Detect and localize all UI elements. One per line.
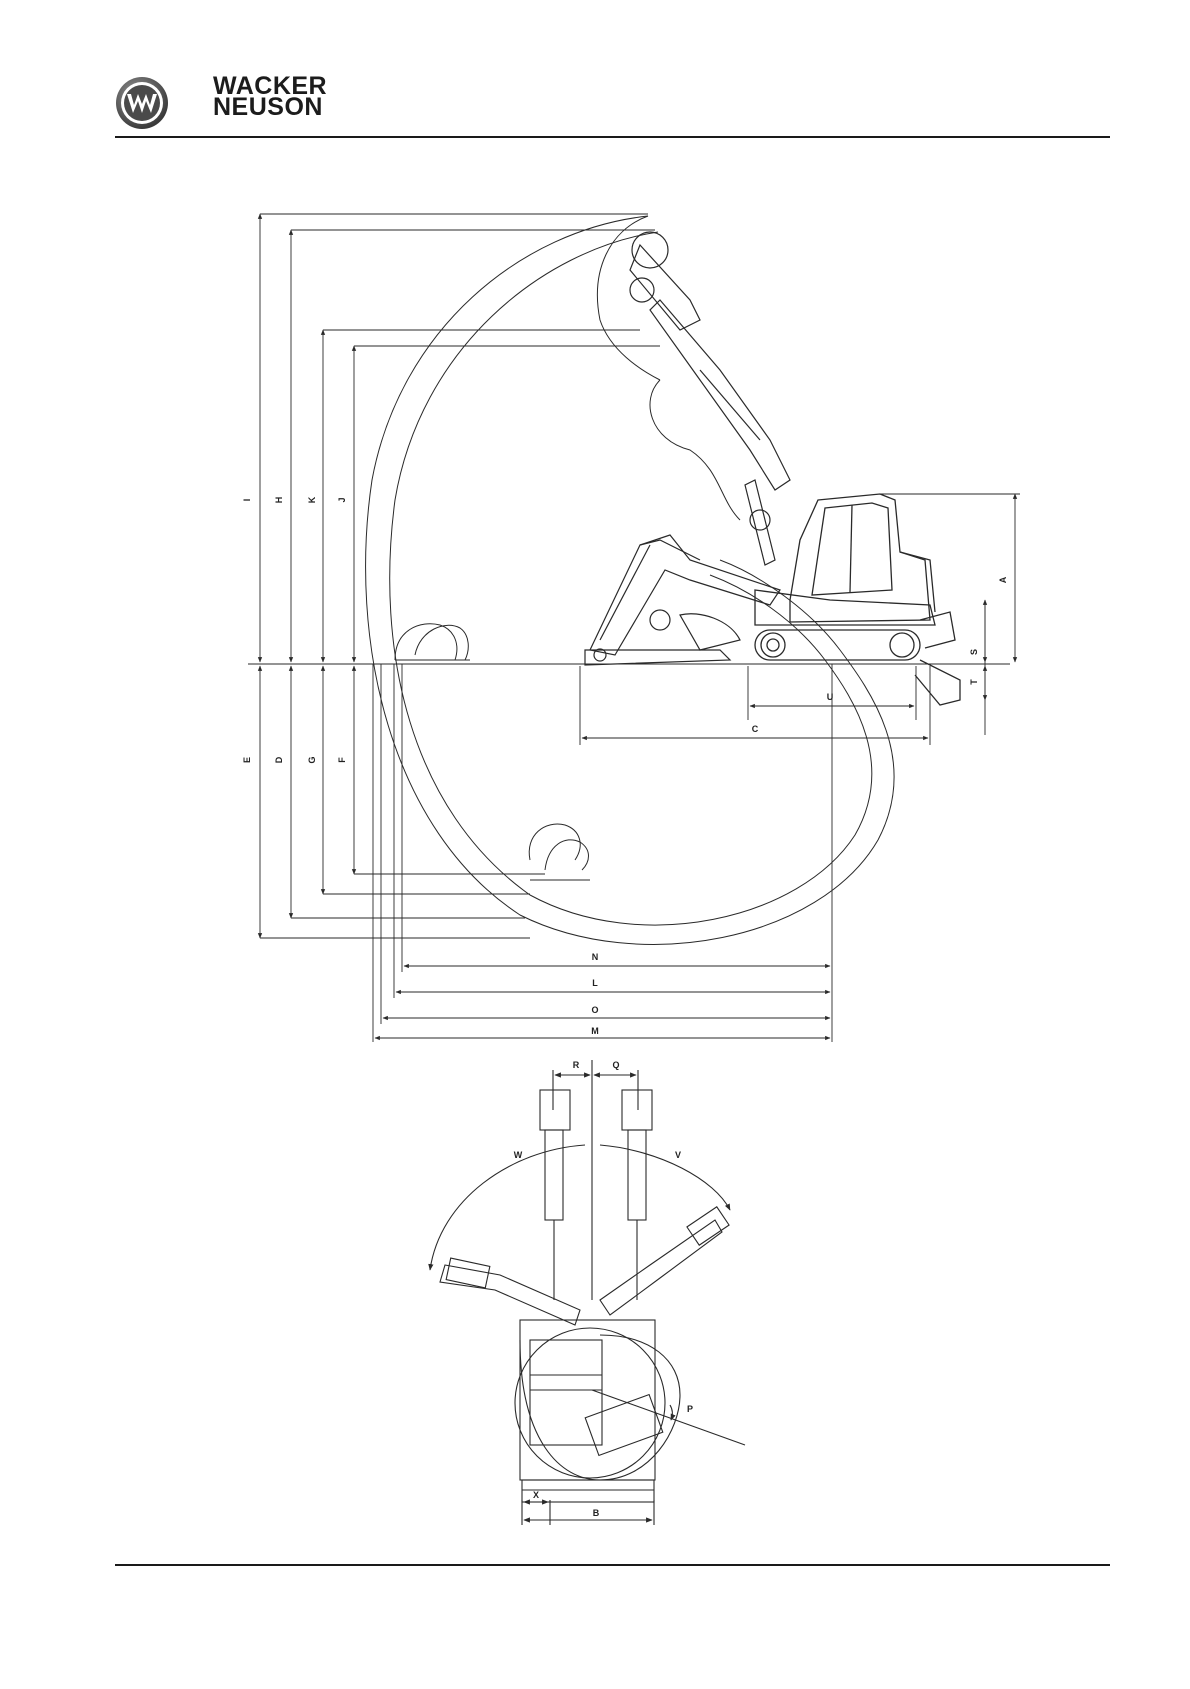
label-G: G xyxy=(307,756,317,763)
label-U: U xyxy=(827,692,834,702)
label-N: N xyxy=(592,952,599,962)
dimension-lines-lower xyxy=(260,666,545,938)
envelope-inner xyxy=(390,232,872,925)
label-I: I xyxy=(242,499,252,502)
label-C: C xyxy=(752,724,759,734)
bucket-bottom-positions xyxy=(529,824,590,880)
label-E: E xyxy=(242,757,252,763)
footer-rule xyxy=(115,1564,1110,1566)
label-D: D xyxy=(274,756,284,763)
label-H: H xyxy=(274,497,284,504)
boom-raised xyxy=(630,232,790,565)
boom-ground xyxy=(585,535,780,665)
label-X: X xyxy=(533,1490,539,1500)
label-A: A xyxy=(998,576,1008,583)
label-S: S xyxy=(969,649,979,655)
excavator-body xyxy=(755,494,960,705)
label-O: O xyxy=(591,1005,598,1015)
dimension-lines-upper xyxy=(260,214,660,662)
label-W: W xyxy=(514,1150,523,1160)
label-K: K xyxy=(307,496,317,503)
label-P: P xyxy=(687,1404,693,1414)
top-view xyxy=(430,1060,745,1525)
label-F: F xyxy=(337,757,347,763)
label-L: L xyxy=(592,978,598,988)
label-M: M xyxy=(591,1026,599,1036)
label-V: V xyxy=(675,1150,681,1160)
label-B: B xyxy=(593,1508,600,1518)
dimension-lines-reach xyxy=(373,664,832,1042)
bucket-left-positions xyxy=(395,624,470,660)
label-J: J xyxy=(337,497,347,502)
label-Q: Q xyxy=(612,1060,619,1070)
label-T: T xyxy=(969,679,979,685)
label-R: R xyxy=(573,1060,580,1070)
